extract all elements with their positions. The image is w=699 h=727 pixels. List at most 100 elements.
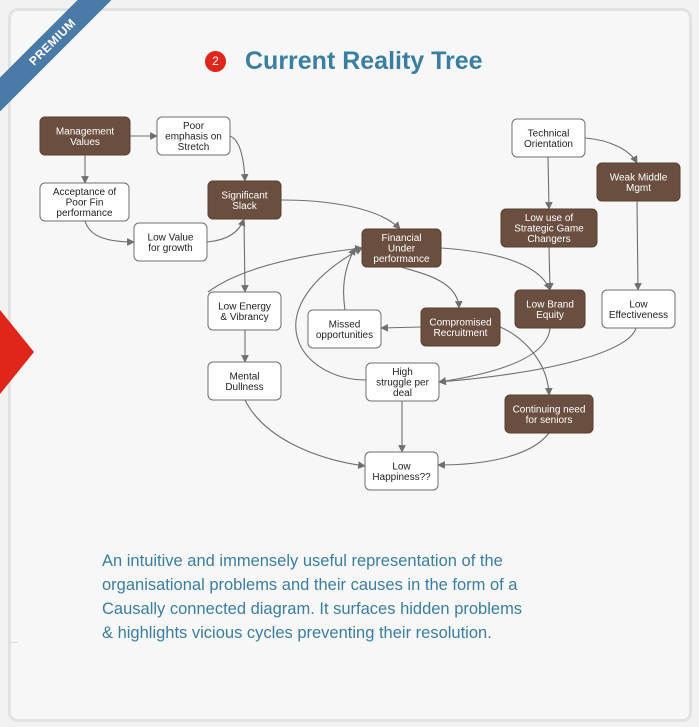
- node-label: deal: [393, 388, 412, 399]
- causal-arrow: [206, 218, 246, 243]
- diagram-edges: [81, 132, 642, 469]
- causal-arrow: [244, 399, 366, 469]
- causal-arrow: [241, 218, 249, 293]
- node-box: [307, 309, 382, 349]
- node-label: performance: [373, 254, 430, 265]
- node-box: [156, 116, 231, 156]
- page-title: 2 Current Reality Tree: [205, 44, 483, 78]
- node-label: struggle per: [376, 378, 429, 389]
- node-box: [596, 162, 681, 202]
- node-label: performance: [56, 208, 113, 219]
- node-label: & Vibrancy: [220, 312, 268, 323]
- node-low-energy-vibrancy: Low Energy& Vibrancy: [207, 291, 282, 331]
- node-box: [511, 118, 586, 158]
- node-label: Slack: [232, 201, 257, 212]
- step-number-badge: 2: [205, 50, 226, 72]
- node-label: Compromised: [429, 317, 491, 328]
- node-label: Low use of: [525, 213, 574, 224]
- node-label: Poor Fin: [66, 198, 104, 209]
- node-label: Dullness: [225, 382, 263, 393]
- causal-arrow: [229, 135, 249, 182]
- description-line: organisational problems and their causes…: [102, 576, 518, 594]
- node-label: Mental: [229, 371, 259, 382]
- causal-arrow: [343, 247, 356, 311]
- node-label: Happiness??: [372, 472, 431, 483]
- description-line: & highlights vicious cycles preventing t…: [102, 624, 492, 642]
- node-label: Weak Middle: [610, 172, 668, 183]
- node-label: Financial: [381, 233, 421, 244]
- causal-arrow: [380, 323, 422, 332]
- node-label: Low Brand: [526, 299, 574, 310]
- node-label: Orientation: [524, 139, 573, 150]
- node-label: Management: [56, 126, 115, 137]
- node-label: Equity: [536, 310, 564, 321]
- node-label: for growth: [148, 243, 192, 254]
- divider: [8, 642, 18, 643]
- causal-arrow: [584, 137, 638, 164]
- node-box: [420, 307, 501, 347]
- node-label: Values: [70, 137, 100, 148]
- node-box: [207, 180, 282, 220]
- causal-arrow: [440, 247, 551, 291]
- causal-arrow: [280, 199, 401, 230]
- node-box: [364, 451, 439, 491]
- title-text: Current Reality Tree: [245, 46, 483, 75]
- node-box: [601, 289, 676, 329]
- node-box: [361, 228, 442, 268]
- node-box: [207, 291, 282, 331]
- causal-arrow: [499, 326, 553, 396]
- causal-arrow: [545, 156, 553, 210]
- causal-arrow: [545, 246, 554, 291]
- node-label: Effectiveness: [609, 310, 668, 321]
- causal-arrow: [84, 220, 135, 246]
- node-label: Low Value: [148, 232, 194, 243]
- causal-arrow: [438, 327, 637, 386]
- node-label: Significant: [221, 190, 267, 201]
- node-label: Technical: [528, 128, 570, 139]
- node-label: Continuing need: [513, 404, 586, 415]
- node-box: [365, 362, 440, 402]
- node-label: Under: [388, 244, 416, 255]
- node-box: [133, 222, 208, 262]
- node-box: [207, 361, 282, 401]
- node-label: Poor: [183, 121, 205, 132]
- node-label: Acceptance of: [53, 187, 117, 198]
- causal-arrow: [437, 432, 550, 469]
- node-label: Mgmt: [626, 183, 651, 194]
- node-label: Missed: [329, 319, 361, 330]
- description: An intuitive and immensely useful repres…: [102, 549, 642, 645]
- causal-arrow: [207, 244, 363, 293]
- node-label: emphasis on: [165, 132, 222, 143]
- description-line: Causally connected diagram. It surfaces …: [102, 600, 523, 618]
- side-nav-arrow-icon[interactable]: [0, 310, 34, 394]
- causal-arrow: [400, 266, 463, 309]
- node-box: [500, 208, 598, 248]
- node-label: Changers: [527, 234, 570, 245]
- causal-arrow: [438, 327, 551, 385]
- node-label: Low: [392, 461, 411, 472]
- node-label: Stretch: [178, 142, 210, 153]
- node-label: for seniors: [526, 415, 573, 426]
- causal-arrow: [634, 200, 642, 291]
- node-label: opportunities: [316, 330, 373, 341]
- node-label: Recruitment: [434, 328, 488, 339]
- node-label: Low Energy: [218, 301, 271, 312]
